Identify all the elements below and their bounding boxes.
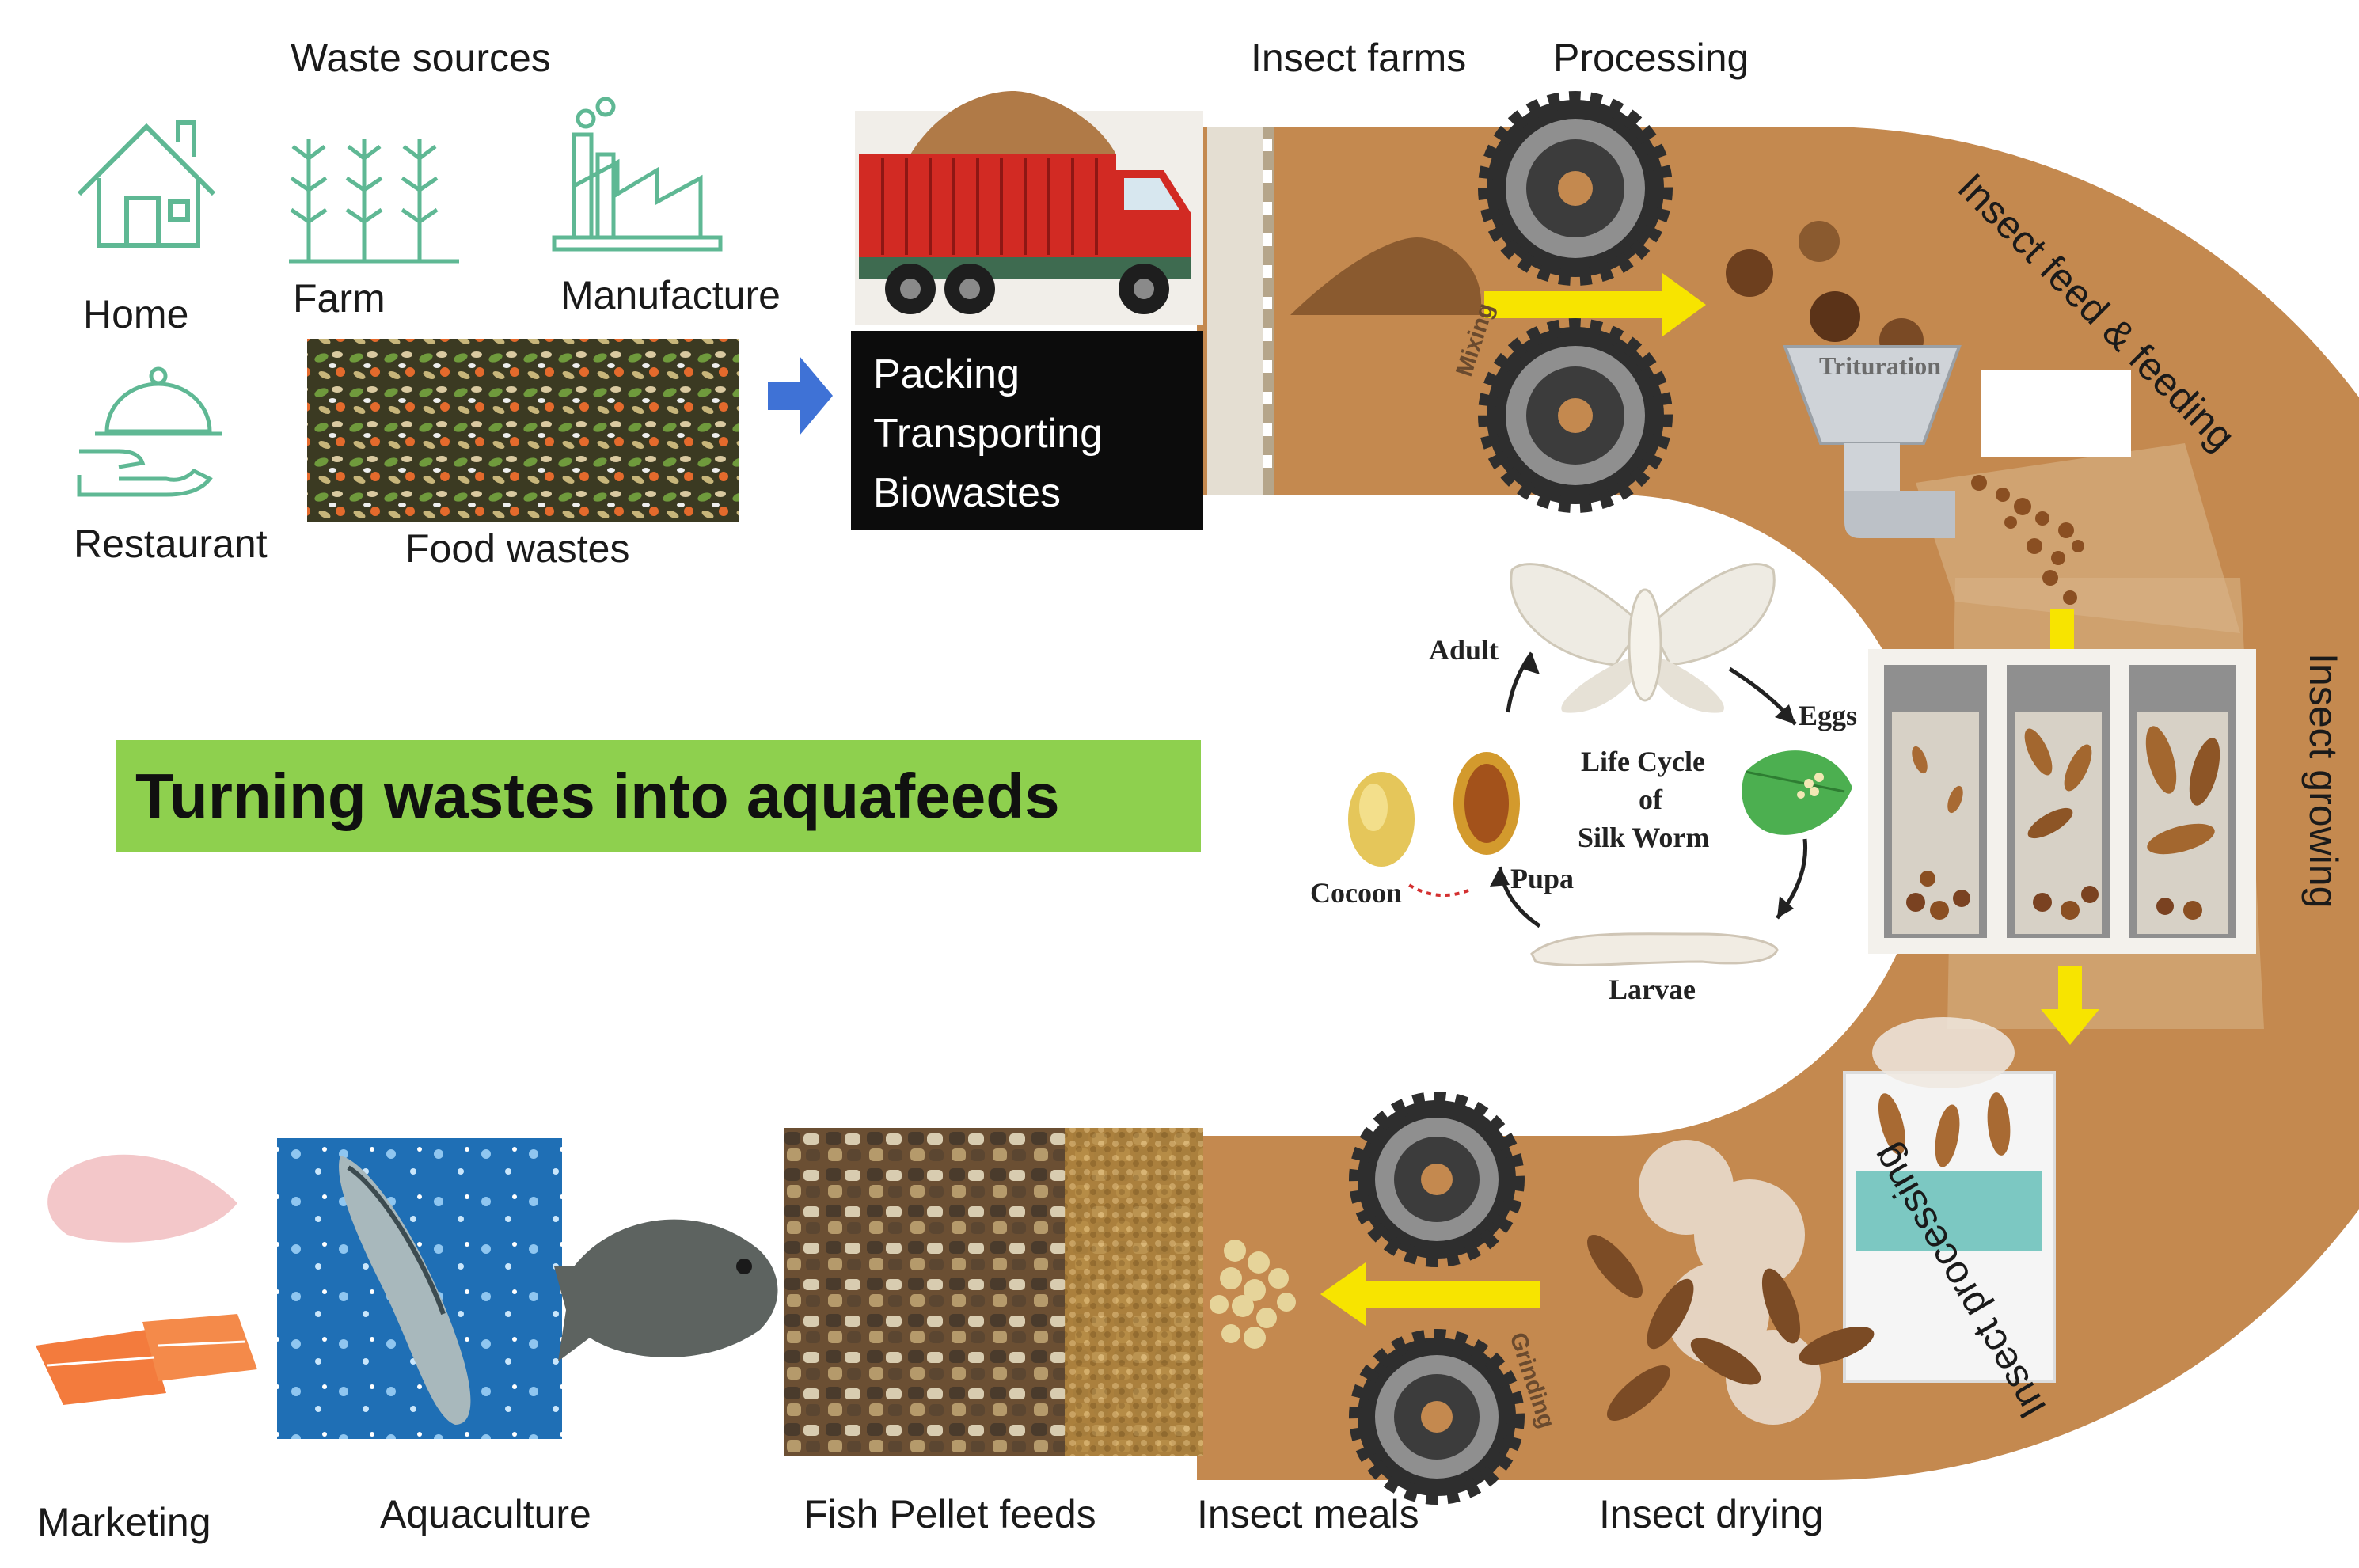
home-icon (77, 120, 216, 248)
grinding-gear-bottom (1349, 1329, 1525, 1505)
life-cycle-title-1: Life Cycle (1581, 746, 1705, 777)
farm-label: Farm (293, 276, 386, 321)
processing-arrow (1484, 273, 1706, 336)
restaurant-icon (77, 366, 222, 497)
processing-gear-top (1478, 91, 1673, 286)
growing-arrow (2041, 966, 2099, 1045)
packing-transport-box: Packing Transporting Biowastes (851, 331, 1203, 530)
farm-icon (289, 139, 459, 264)
growing-bin-2 (2007, 665, 2110, 938)
white-label-box (1981, 370, 2131, 457)
marketing-label: Marketing (37, 1500, 211, 1544)
gate-teeth (1263, 139, 1272, 468)
cocoon-label: Cocoon (1310, 877, 1402, 909)
grinding-arrow (1320, 1262, 1540, 1326)
insect-growing-label: Insect growing (2301, 653, 2346, 909)
insect-drying-label: Insect drying (1599, 1492, 1824, 1536)
food-wastes-photo (307, 339, 739, 522)
biowastes-label: Biowastes (873, 470, 1061, 516)
growing-bin-3 (2129, 665, 2236, 938)
drying-larvae (1587, 1234, 1875, 1421)
larvae-label: Larvae (1609, 974, 1696, 1005)
gate-posts (1207, 127, 1263, 495)
trituration-hopper (1783, 345, 1962, 445)
tilapia-image (554, 1219, 778, 1361)
u-track-light-wedge (1916, 443, 2240, 633)
aquaculture-label: Aquaculture (380, 1492, 591, 1536)
packing-label: Packing (873, 351, 1020, 397)
processing-gear-bottom (1478, 318, 1673, 513)
insect-meals-label: Insect meals (1197, 1492, 1419, 1536)
feed-pile (1290, 237, 1482, 315)
pupa-label: Pupa (1510, 863, 1575, 894)
salmon-image (339, 1156, 471, 1425)
transporting-label: Transporting (873, 411, 1103, 457)
manufacture-label: Manufacture (560, 273, 781, 317)
life-cycle-title-3: Silk Worm (1578, 822, 1710, 853)
growing-bin-1 (1884, 665, 1987, 938)
life-cycle-title-2: of (1639, 784, 1662, 815)
processing-label: Processing (1553, 36, 1749, 80)
leaf-eggs-image (1742, 750, 1852, 835)
cocoon-image (1348, 772, 1415, 867)
pellet-trickle (1971, 475, 2084, 605)
fish-pellet-photo-grain (1065, 1128, 1203, 1456)
manufacture-icon (552, 97, 723, 252)
insect-meal-pile (1210, 1240, 1296, 1349)
waste-sources-heading: Waste sources (291, 36, 551, 80)
flow-arrow-blue (768, 356, 833, 435)
marketing-fish-fillet-image (36, 1154, 257, 1405)
eggs-label: Eggs (1799, 700, 1858, 731)
processing-larvae (1878, 1092, 2011, 1167)
larvae-image (1530, 932, 1779, 966)
title-banner: Turning wastes into aquafeeds (116, 740, 1201, 852)
arrowheads (1490, 653, 1795, 918)
page-title: Turning wastes into aquafeeds (135, 761, 1060, 831)
home-label: Home (83, 292, 189, 336)
food-wastes-label: Food wastes (405, 526, 630, 571)
feed-balls (1726, 221, 1924, 363)
restaurant-label: Restaurant (74, 522, 268, 566)
truck-image (855, 91, 1203, 325)
grinding-gear-top (1349, 1092, 1525, 1267)
insect-farms-label: Insect farms (1251, 36, 1467, 80)
fish-pellet-feeds-label: Fish Pellet feeds (803, 1492, 1096, 1536)
pupa-image (1453, 752, 1520, 855)
trituration-label: Trituration (1819, 351, 1942, 380)
adult-label: Adult (1429, 634, 1499, 666)
moth-image (1510, 563, 1776, 713)
